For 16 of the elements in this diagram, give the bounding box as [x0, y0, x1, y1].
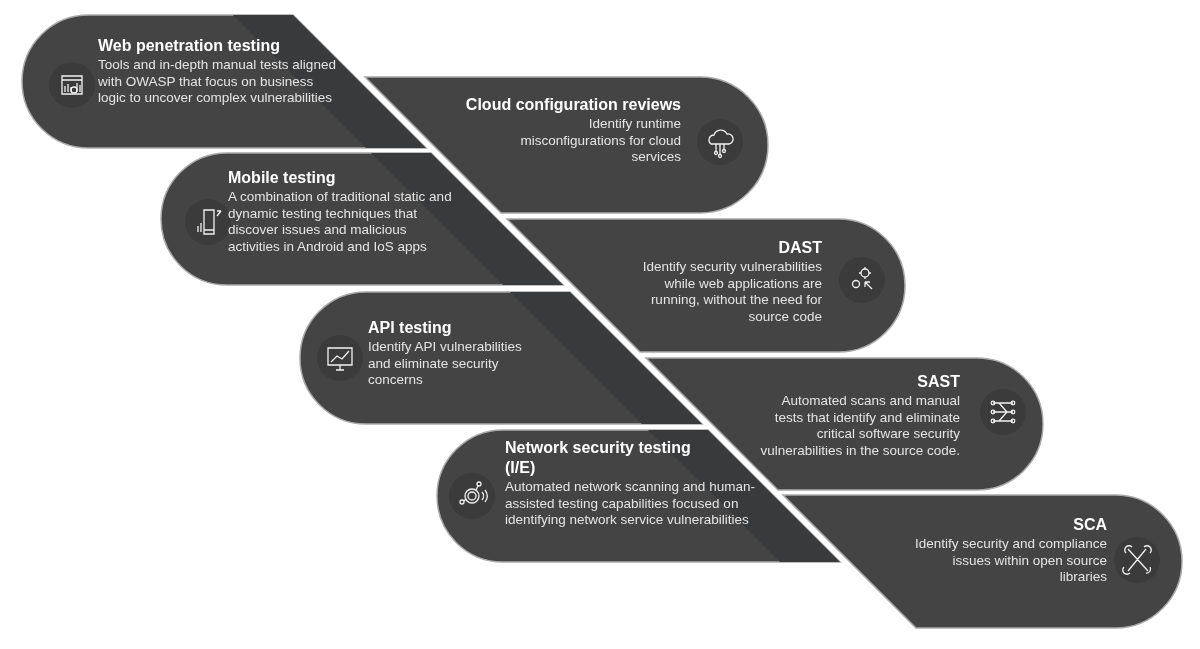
card-description: Identify security and compliance issues within open source libraries	[913, 536, 1107, 586]
card-description: A combination of traditional static and dynamic testing techniques that discover issues and malicious activities in Android and IoS apps	[228, 189, 453, 255]
card-description: Automated scans and manual tests that identify and eliminate critical software security vulnerabilities in the source code.	[759, 393, 960, 459]
card-title: DAST	[777, 238, 822, 258]
card-description: Automated network scanning and human-assisted testing capabilities focused on identifying network service vulnerabilities	[505, 479, 756, 529]
card-title: API testing	[368, 318, 453, 338]
card-title: Cloud configuration reviews	[464, 95, 681, 115]
card-description: Tools and in-depth manual tests aligned with OWASP that focus on business logic to uncover complex vulnerabilities	[98, 57, 337, 107]
card-title: Network security testing (I/E)	[505, 438, 692, 478]
card-title: Web penetration testing	[98, 36, 281, 56]
card-description: Identify API vulnerabilities and eliminate security concerns	[368, 339, 523, 389]
card-title: Mobile testing	[228, 168, 337, 188]
card-title: SCA	[1072, 515, 1107, 535]
card-title: SAST	[916, 372, 960, 392]
card-description: Identify security vulnerabilities while web applications are running, without the need for source code	[641, 259, 822, 325]
card-description: Identify runtime misconfigurations for cloud services	[519, 116, 681, 166]
